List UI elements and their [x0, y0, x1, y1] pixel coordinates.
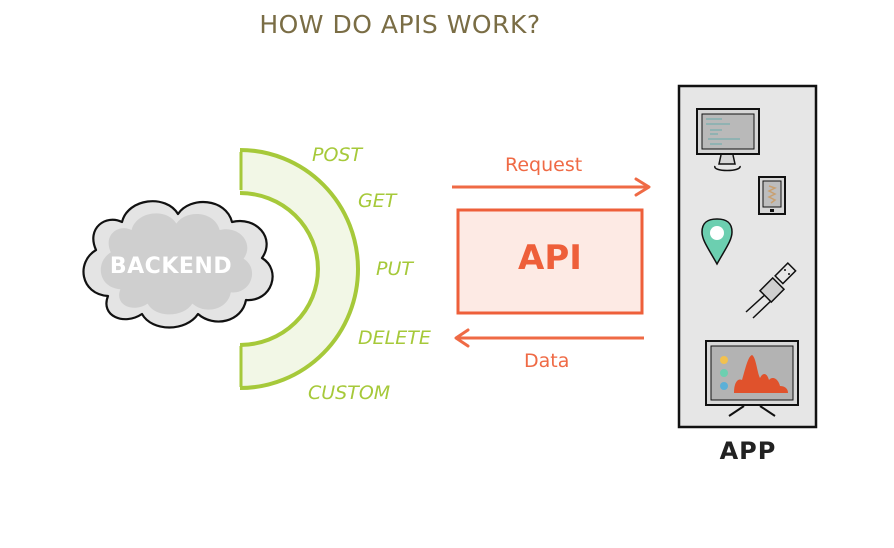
backend-label: BACKEND [109, 254, 233, 279]
method-custom: CUSTOM [308, 382, 391, 404]
tv-chart-icon [705, 340, 799, 417]
http-methods-arc [239, 148, 360, 390]
request-label: Request [505, 154, 583, 176]
method-delete: DELETE [358, 327, 431, 349]
method-put: PUT [376, 258, 413, 280]
data-arrow [454, 328, 644, 348]
method-get: GET [358, 190, 397, 212]
tablet-icon [758, 176, 786, 215]
app-label: APP [719, 437, 777, 465]
request-arrow [452, 177, 651, 197]
api-box [456, 208, 644, 315]
location-pin-icon [701, 218, 733, 266]
method-post: POST [312, 144, 363, 166]
backend-cloud [82, 200, 274, 329]
diagram-title: HOW DO APIS WORK? [259, 10, 541, 39]
desktop-monitor-icon [696, 108, 760, 172]
api-label: API [518, 238, 582, 278]
data-label: Data [524, 350, 570, 372]
usb-plug-icon [745, 262, 797, 319]
